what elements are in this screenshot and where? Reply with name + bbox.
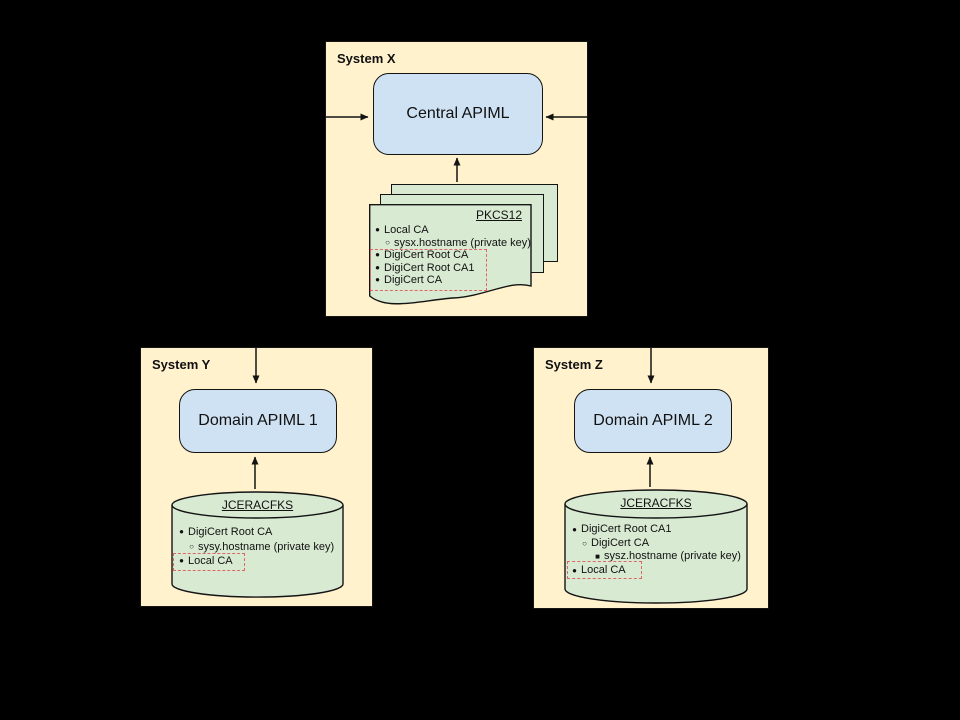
cert-item: ○ DigiCert CA bbox=[578, 537, 746, 551]
bullet-icon: ○ bbox=[189, 541, 194, 551]
domain-apiml-2-node: Domain APIML 2 bbox=[574, 389, 732, 453]
cert-item: ● Local CA bbox=[371, 224, 529, 237]
cert-item-label: Local CA bbox=[384, 224, 429, 236]
jceracfks-cert-list-y: ● DigiCert Root CA ○ sysy.hostname (priv… bbox=[175, 525, 345, 569]
bullet-icon: ● bbox=[572, 525, 577, 534]
bullet-icon: ■ bbox=[595, 552, 600, 562]
digicert-highlight-box bbox=[370, 249, 487, 291]
system-z-title: System Z bbox=[545, 357, 603, 372]
cert-item-label: sysx.hostname (private key) bbox=[394, 236, 531, 249]
pkcs12-label: PKCS12 bbox=[475, 208, 522, 222]
cert-item: ■ sysz.hostname (private key) bbox=[591, 550, 746, 564]
cert-item-label: Local CA bbox=[188, 555, 233, 568]
domain-apiml-2-label: Domain APIML 2 bbox=[593, 412, 713, 429]
jceracfks-label-z: JCERACFKS bbox=[620, 496, 692, 510]
cert-item-label: sysz.hostname (private key) bbox=[604, 550, 741, 563]
jceracfks-cert-list-z: ● DigiCert Root CA1 ○ DigiCert CA ■ sysz… bbox=[568, 523, 746, 577]
pkcs12-cert-list: ● Local CA ○ sysx.hostname (private key)… bbox=[371, 224, 531, 287]
system-x-panel: System X PKCS12 ● Local CA ○ sysx.hostna… bbox=[325, 41, 588, 317]
domain-apiml-1-label: Domain APIML 1 bbox=[198, 412, 318, 429]
cert-item: ● DigiCert CA bbox=[371, 274, 529, 287]
central-apiml-label: Central APIML bbox=[406, 105, 510, 122]
domain-apiml-1-node: Domain APIML 1 bbox=[179, 389, 337, 453]
cert-item: ● DigiCert Root CA1 bbox=[568, 523, 746, 537]
bullet-icon: ● bbox=[179, 556, 184, 566]
bullet-icon: ● bbox=[375, 225, 380, 234]
cert-item: ● Local CA bbox=[175, 554, 345, 569]
cert-item-label: DigiCert Root CA1 bbox=[384, 261, 475, 274]
cert-item: ○ sysx.hostname (private key) bbox=[381, 236, 531, 250]
cert-item-label: sysy.hostname (private key) bbox=[198, 540, 335, 553]
bullet-icon: ○ bbox=[385, 237, 390, 247]
cert-item-label: DigiCert Root CA1 bbox=[581, 523, 672, 535]
bullet-icon: ○ bbox=[582, 538, 587, 548]
local-ca-highlight-box-z bbox=[567, 561, 642, 579]
cert-item-label: DigiCert Root CA bbox=[384, 249, 469, 262]
cert-item-label: DigiCert CA bbox=[591, 536, 650, 549]
system-z-panel: System Z JCERACFKS ● DigiCert Root CA1 ○… bbox=[533, 347, 769, 609]
cert-item-label: Local CA bbox=[581, 563, 626, 576]
local-ca-highlight-box-y bbox=[173, 553, 245, 571]
system-y-panel: System Y JCERACFKS ● DigiCert Root CA ○ … bbox=[140, 347, 373, 607]
cert-item: ● DigiCert Root CA1 bbox=[371, 262, 529, 275]
jceracfks-label-y: JCERACFKS bbox=[221, 498, 294, 512]
system-x-title: System X bbox=[337, 51, 396, 66]
cert-item: ● DigiCert Root CA bbox=[175, 525, 345, 540]
bullet-icon: ● bbox=[179, 527, 184, 536]
bullet-icon: ● bbox=[572, 565, 577, 575]
cert-item: ● DigiCert Root CA bbox=[371, 249, 529, 262]
central-apiml-node: Central APIML bbox=[373, 73, 543, 155]
cert-item-label: DigiCert CA bbox=[384, 274, 443, 287]
bullet-icon: ● bbox=[375, 250, 380, 260]
cert-item: ● Local CA bbox=[568, 564, 746, 578]
cert-item: ○ sysy.hostname (private key) bbox=[185, 540, 345, 555]
cert-item-label: DigiCert Root CA bbox=[188, 526, 273, 538]
system-y-title: System Y bbox=[152, 357, 211, 372]
bullet-icon: ● bbox=[375, 275, 380, 285]
bullet-icon: ● bbox=[375, 262, 380, 272]
